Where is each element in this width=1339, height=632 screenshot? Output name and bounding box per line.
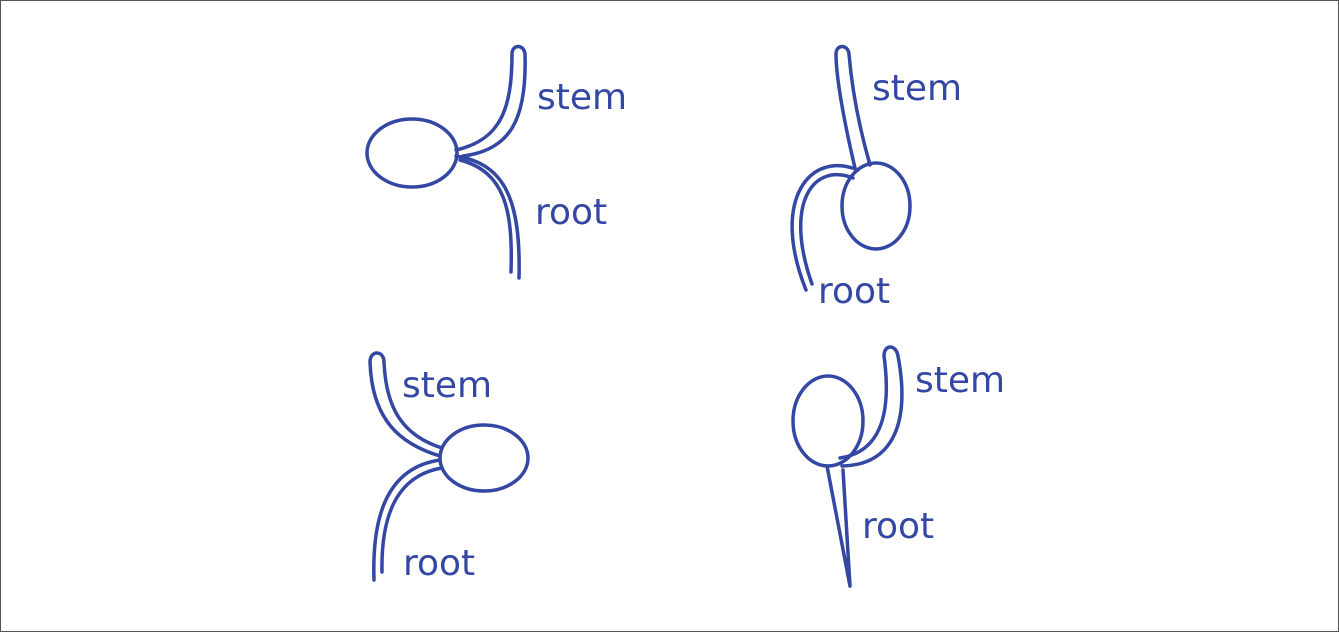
root-label-2: root	[818, 271, 890, 312]
stem-label-2: stem	[872, 68, 962, 109]
stem-label-1: stem	[537, 77, 627, 118]
seed-3	[440, 425, 528, 491]
root-label-1: root	[535, 192, 607, 233]
stem-2	[836, 47, 870, 169]
stem-label-3: stem	[402, 365, 492, 406]
seedling-4: stem root	[793, 347, 1005, 586]
root-4	[827, 466, 850, 586]
seed-1	[367, 119, 457, 187]
seedling-1: stem root	[367, 47, 627, 279]
stem-1	[456, 47, 525, 157]
stem-label-4: stem	[915, 360, 1005, 401]
seed-4	[793, 376, 863, 466]
root-1-inner	[460, 160, 511, 272]
root-label-3: root	[403, 543, 475, 584]
seedling-3: stem root	[370, 353, 528, 584]
stem-4	[840, 347, 902, 466]
seedling-2: stem root	[792, 47, 962, 313]
root-label-4: root	[862, 506, 934, 547]
